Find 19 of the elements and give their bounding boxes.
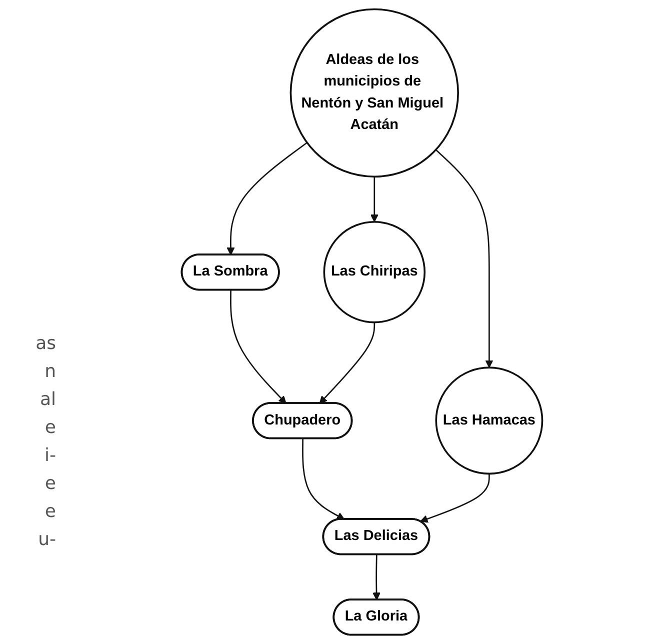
- text-fragment: al: [38, 388, 56, 412]
- text-fragment: e: [44, 472, 56, 496]
- text-fragment: e: [44, 416, 56, 440]
- arrow: [226, 142, 308, 256]
- node-circle: Las Chiripas: [323, 220, 426, 324]
- text-fragment: as: [34, 332, 56, 356]
- arrow: [370, 176, 378, 222]
- text-fragment: u-: [37, 528, 56, 552]
- text-fragment: i-: [44, 444, 56, 468]
- arrow: [230, 290, 286, 404]
- text-fragment: e: [44, 500, 56, 524]
- node-circle: Aldeas de los municipios de Nentón y San Miguel Acatán: [290, 8, 459, 178]
- arrow: [302, 438, 345, 520]
- arrow: [319, 322, 376, 404]
- node-circle: Las Hamacas: [435, 366, 544, 475]
- text-fragment: n: [44, 360, 56, 384]
- arrow: [372, 554, 380, 600]
- arrow: [435, 149, 494, 368]
- arrow: [420, 474, 490, 523]
